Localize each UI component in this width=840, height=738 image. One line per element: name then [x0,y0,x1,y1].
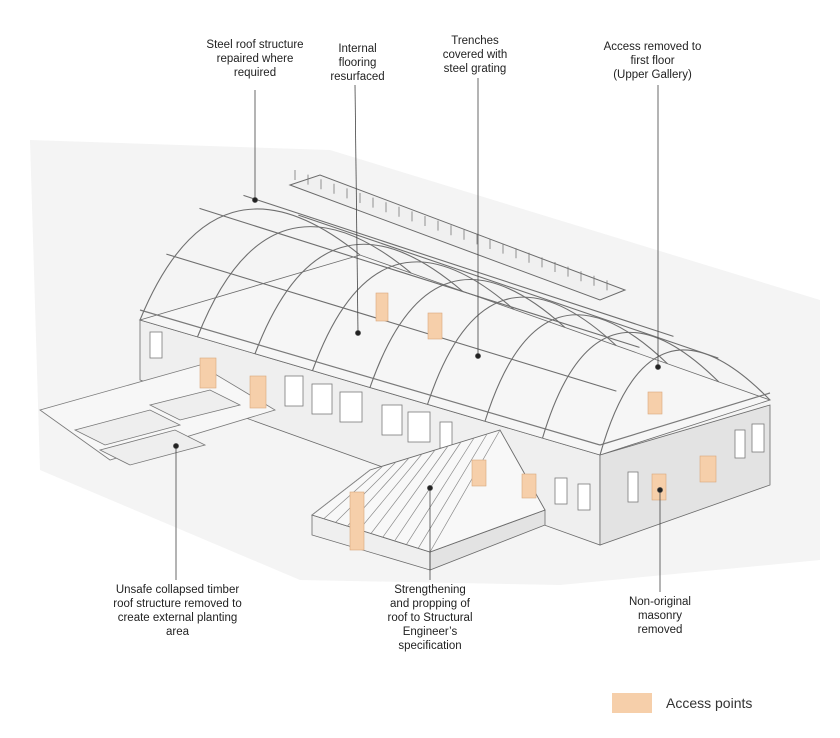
left-wall-windows [149,331,591,511]
roof-arches [139,194,771,456]
glasshouse-rib [311,469,371,516]
annotation-masonry: Non-original masonry removed [628,596,691,636]
planting-bed-2 [98,429,207,466]
roof-arch [369,278,566,388]
roof-arch [311,261,515,371]
annotation-timber-roof: Unsafe collapsed timber roof structure r… [113,584,242,638]
roof-purlin [199,207,640,348]
glasshouse-rib [335,461,397,523]
annotation-steel-roof: Steel roof structure repaired where requ… [206,39,304,79]
roof-arch [254,243,463,354]
main-right-wall [599,404,771,546]
roof-arch [484,314,668,422]
roof-arch [196,226,412,338]
roof-ridge [288,174,627,301]
legend: Access points [612,693,752,713]
glasshouse-rib [370,449,436,534]
planting-bed-1 [73,409,182,446]
roof-arch [139,208,361,321]
leader-dot [173,443,179,449]
annotation-strengthening: Strengthening and propping of roof to St… [387,584,473,652]
glasshouse-rib [358,453,423,531]
leader-dot [427,485,433,491]
leader-dot [655,364,661,370]
roof-purlin [298,214,719,359]
annotation-trenches: Trenches covered with steel grating [442,35,508,75]
roof-arch [541,331,720,439]
glasshouse-rib [394,441,462,542]
leader-lines [173,78,663,592]
glasshouse-rib [382,445,449,538]
glasshouse-rib [429,429,501,553]
leader-dot [475,353,481,359]
ridge-finials [294,170,608,291]
leader-dot [252,197,258,203]
legend-swatch [612,693,652,713]
deck-rail-right [599,392,771,446]
leader-dot [657,487,663,493]
annotation-internal-flooring: Internal flooring resurfaced [330,43,385,83]
leader-dot [355,330,361,336]
roof-purlin [243,194,674,337]
legend-label: Access points [666,695,753,711]
planting-bed-3 [148,389,242,421]
right-wall-windows [627,423,765,503]
access-points [199,292,717,551]
leader-line [354,84,359,334]
annotation-access-removed: Access removed to first floor (Upper Gal… [603,41,702,81]
roof-arch [599,349,771,456]
deck-rail-front [139,309,601,446]
roof-arch [426,296,617,405]
glasshouse-rib [406,437,475,545]
roof-purlin [166,253,617,392]
